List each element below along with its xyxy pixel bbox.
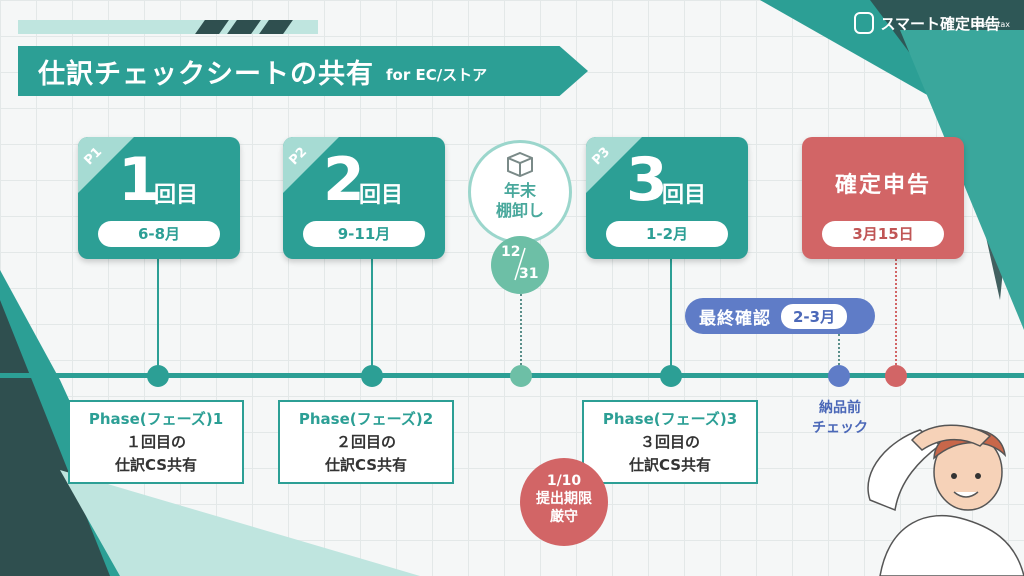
phase-line3: 仕訳CS共有 bbox=[114, 456, 198, 474]
inventory-line1: 年末 bbox=[503, 181, 536, 200]
final-check-label: 最終確認 bbox=[699, 308, 771, 329]
robot-icon bbox=[854, 12, 875, 34]
deadline-note: 厳守 bbox=[550, 509, 578, 525]
card-kai: 回目 bbox=[154, 183, 199, 208]
brand-sub: smart-tax bbox=[971, 20, 1010, 29]
phase-title: Phase(フェーズ)3 bbox=[602, 410, 738, 428]
pre-delivery-label: 納品前 チェック bbox=[795, 398, 885, 438]
inventory-line2: 棚卸し bbox=[495, 201, 544, 220]
card-number: 3 bbox=[626, 145, 668, 215]
card-round-3: P3 3 回目 1-2月 bbox=[586, 137, 748, 259]
phase-line2: ３回目の bbox=[639, 433, 700, 451]
title-bar: 仕訳チェックシートの共有 for EC/ストア bbox=[18, 46, 588, 96]
card-kai: 回目 bbox=[662, 183, 707, 208]
final-title: 確定申告 bbox=[834, 173, 931, 198]
card-number: 2 bbox=[323, 145, 365, 215]
card-period: 6-8月 bbox=[98, 221, 220, 247]
phase-title: Phase(フェーズ)2 bbox=[298, 410, 434, 428]
card-number: 1 bbox=[118, 145, 160, 215]
card-period: 9-11月 bbox=[303, 221, 425, 247]
box-icon bbox=[507, 151, 533, 178]
final-date: 3月15日 bbox=[822, 221, 944, 247]
card-kai: 回目 bbox=[359, 183, 404, 208]
card-round-1: P1 1 回目 6-8月 bbox=[78, 137, 240, 259]
card-period: 1-2月 bbox=[606, 221, 728, 247]
timeline-dot-1 bbox=[147, 365, 169, 387]
connector-inventory bbox=[520, 294, 522, 373]
page-subtitle: for EC/ストア bbox=[386, 65, 488, 84]
card-round-2: P2 2 回目 9-11月 bbox=[283, 137, 445, 259]
connector-1 bbox=[157, 259, 159, 373]
timeline-dot-inventory bbox=[510, 365, 532, 387]
connector-final bbox=[895, 259, 897, 373]
phase-line3: 仕訳CS共有 bbox=[324, 456, 408, 474]
page-title: 仕訳チェックシートの共有 bbox=[38, 58, 374, 90]
date-day: 31 bbox=[519, 266, 539, 282]
person-illustration bbox=[867, 424, 1024, 576]
timeline-dot-check bbox=[828, 365, 850, 387]
timeline-dot-3 bbox=[660, 365, 682, 387]
brand-name: スマート確定申告 bbox=[880, 14, 1000, 33]
phase-box-2: Phase(フェーズ)2 ２回目の 仕訳CS共有 bbox=[278, 400, 454, 484]
phase-line3: 仕訳CS共有 bbox=[628, 456, 712, 474]
bottom-left-light-shape bbox=[60, 470, 420, 576]
timeline-dot-final bbox=[885, 365, 907, 387]
deadline-badge: 1/10 提出期限 厳守 bbox=[520, 458, 608, 546]
timeline-dot-2 bbox=[361, 365, 383, 387]
phase-box-1: Phase(フェーズ)1 １回目の 仕訳CS共有 bbox=[68, 400, 244, 484]
brand-logo: スマート確定申告 bbox=[854, 12, 1000, 34]
pre-delivery-line2: チェック bbox=[812, 420, 868, 436]
card-final-return: 確定申告 3月15日 bbox=[802, 137, 964, 259]
deadline-label: 提出期限 bbox=[536, 491, 592, 507]
inventory-circle: 年末 棚卸し bbox=[468, 140, 572, 244]
date-month: 12 bbox=[501, 244, 521, 260]
inventory-date: 12 31 bbox=[491, 236, 549, 294]
pre-delivery-line1: 納品前 bbox=[819, 400, 861, 416]
phase-box-3: Phase(フェーズ)3 ３回目の 仕訳CS共有 bbox=[582, 400, 758, 484]
connector-final-check bbox=[838, 334, 840, 373]
phase-line2: １回目の bbox=[125, 433, 186, 451]
final-check-pill: 最終確認 2-3月 bbox=[685, 298, 875, 334]
connector-3 bbox=[670, 259, 672, 373]
final-check-period: 2-3月 bbox=[781, 303, 848, 329]
deadline-date: 1/10 bbox=[546, 473, 582, 489]
date-slash bbox=[514, 247, 526, 281]
phase-title: Phase(フェーズ)1 bbox=[88, 410, 224, 428]
connector-2 bbox=[371, 259, 373, 373]
phase-line2: ２回目の bbox=[335, 433, 396, 451]
